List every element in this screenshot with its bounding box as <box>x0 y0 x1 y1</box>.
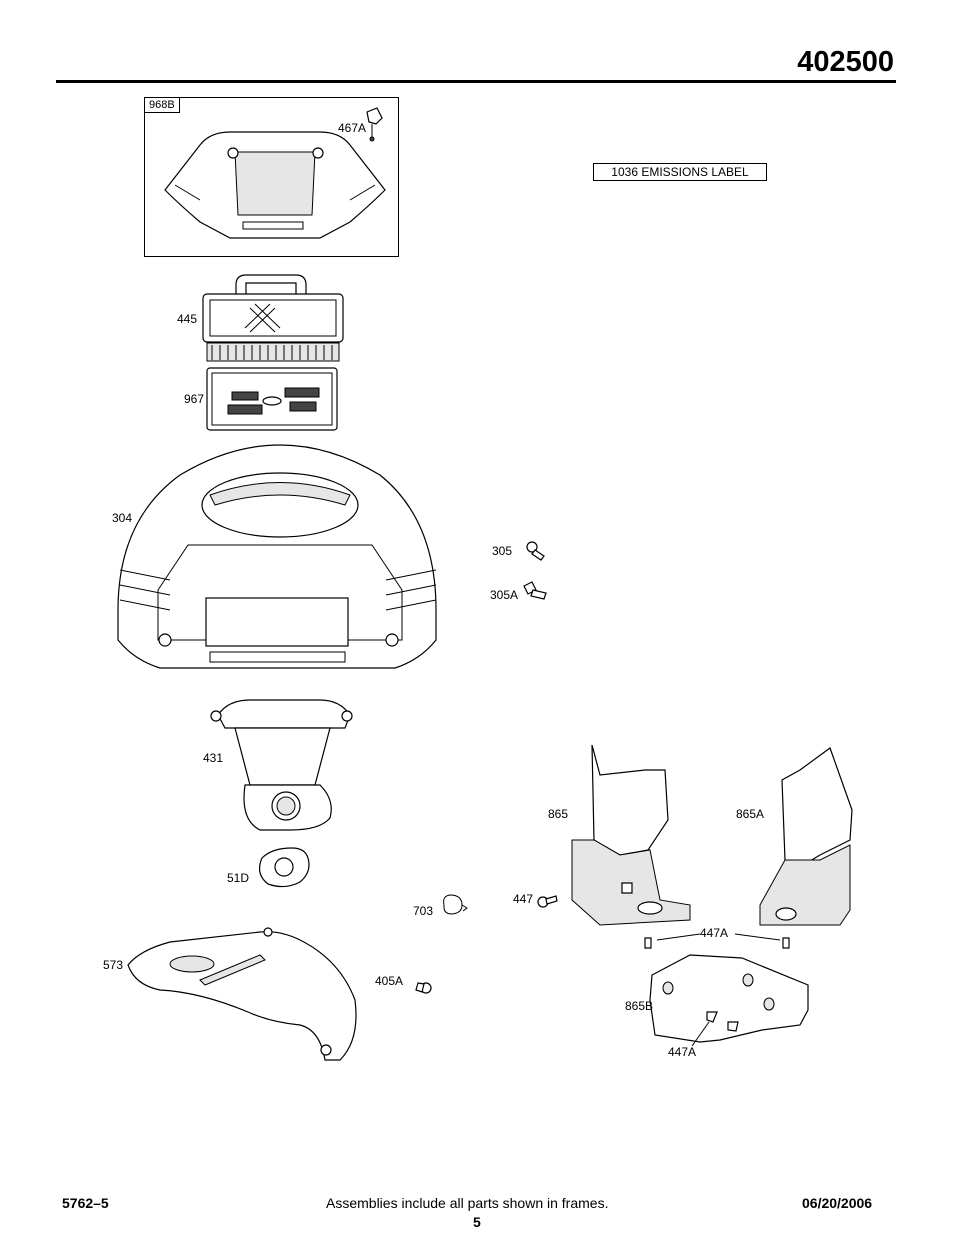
part-865-cylinder-shield <box>571 744 691 926</box>
part-967-pre-cleaner <box>206 367 338 431</box>
part-573-back-plate <box>127 927 357 1061</box>
callout-445: 445 <box>177 312 198 326</box>
callout-305: 305 <box>492 544 513 558</box>
assembly-frame-968b <box>144 97 399 257</box>
callout-703: 703 <box>413 904 434 918</box>
callout-447a-bottom: 447A <box>668 1045 697 1059</box>
part-305-screw <box>526 541 545 561</box>
part-865b-cylinder-shield <box>649 954 809 1043</box>
part-431-air-guide <box>210 699 353 831</box>
callout-467a: 467A <box>338 121 367 135</box>
part-703-clip <box>443 894 468 915</box>
callout-967: 967 <box>184 392 205 406</box>
footer-date: 06/20/2006 <box>802 1195 873 1211</box>
part-968b-cover <box>164 131 386 239</box>
part-405a-screw <box>415 982 432 994</box>
callout-304: 304 <box>112 511 133 525</box>
page-number: 5 <box>473 1214 481 1230</box>
part-305A-screw <box>523 581 547 600</box>
callout-405a: 405A <box>375 974 404 988</box>
header-rule <box>56 80 896 83</box>
callout-305a: 305A <box>490 588 519 602</box>
part-865a-cylinder-shield <box>759 747 853 926</box>
callout-865: 865 <box>548 807 569 821</box>
part-51d-gasket <box>258 847 310 888</box>
callout-431: 431 <box>203 751 224 765</box>
part-447-screw <box>537 895 558 908</box>
frame-tag: 968B <box>145 98 180 113</box>
part-447a-screws-bottom <box>691 1011 739 1047</box>
model-number: 402500 <box>797 46 894 78</box>
callout-447a-top: 447A <box>700 926 729 940</box>
callout-447: 447 <box>513 892 534 906</box>
callout-865b: 865B <box>625 999 654 1013</box>
part-445-air-filter <box>202 274 344 362</box>
emissions-label-box: 1036 EMISSIONS LABEL <box>593 163 767 181</box>
doc-number: 5762–5 <box>62 1195 109 1211</box>
callout-51d: 51D <box>227 871 250 885</box>
callout-865a: 865A <box>736 807 765 821</box>
callout-573: 573 <box>103 958 124 972</box>
footer-note: Assemblies include all parts shown in fr… <box>326 1195 609 1211</box>
part-467a-knob <box>366 107 383 142</box>
part-447a-screws-top <box>644 933 790 949</box>
part-304-blower-housing <box>117 444 437 669</box>
